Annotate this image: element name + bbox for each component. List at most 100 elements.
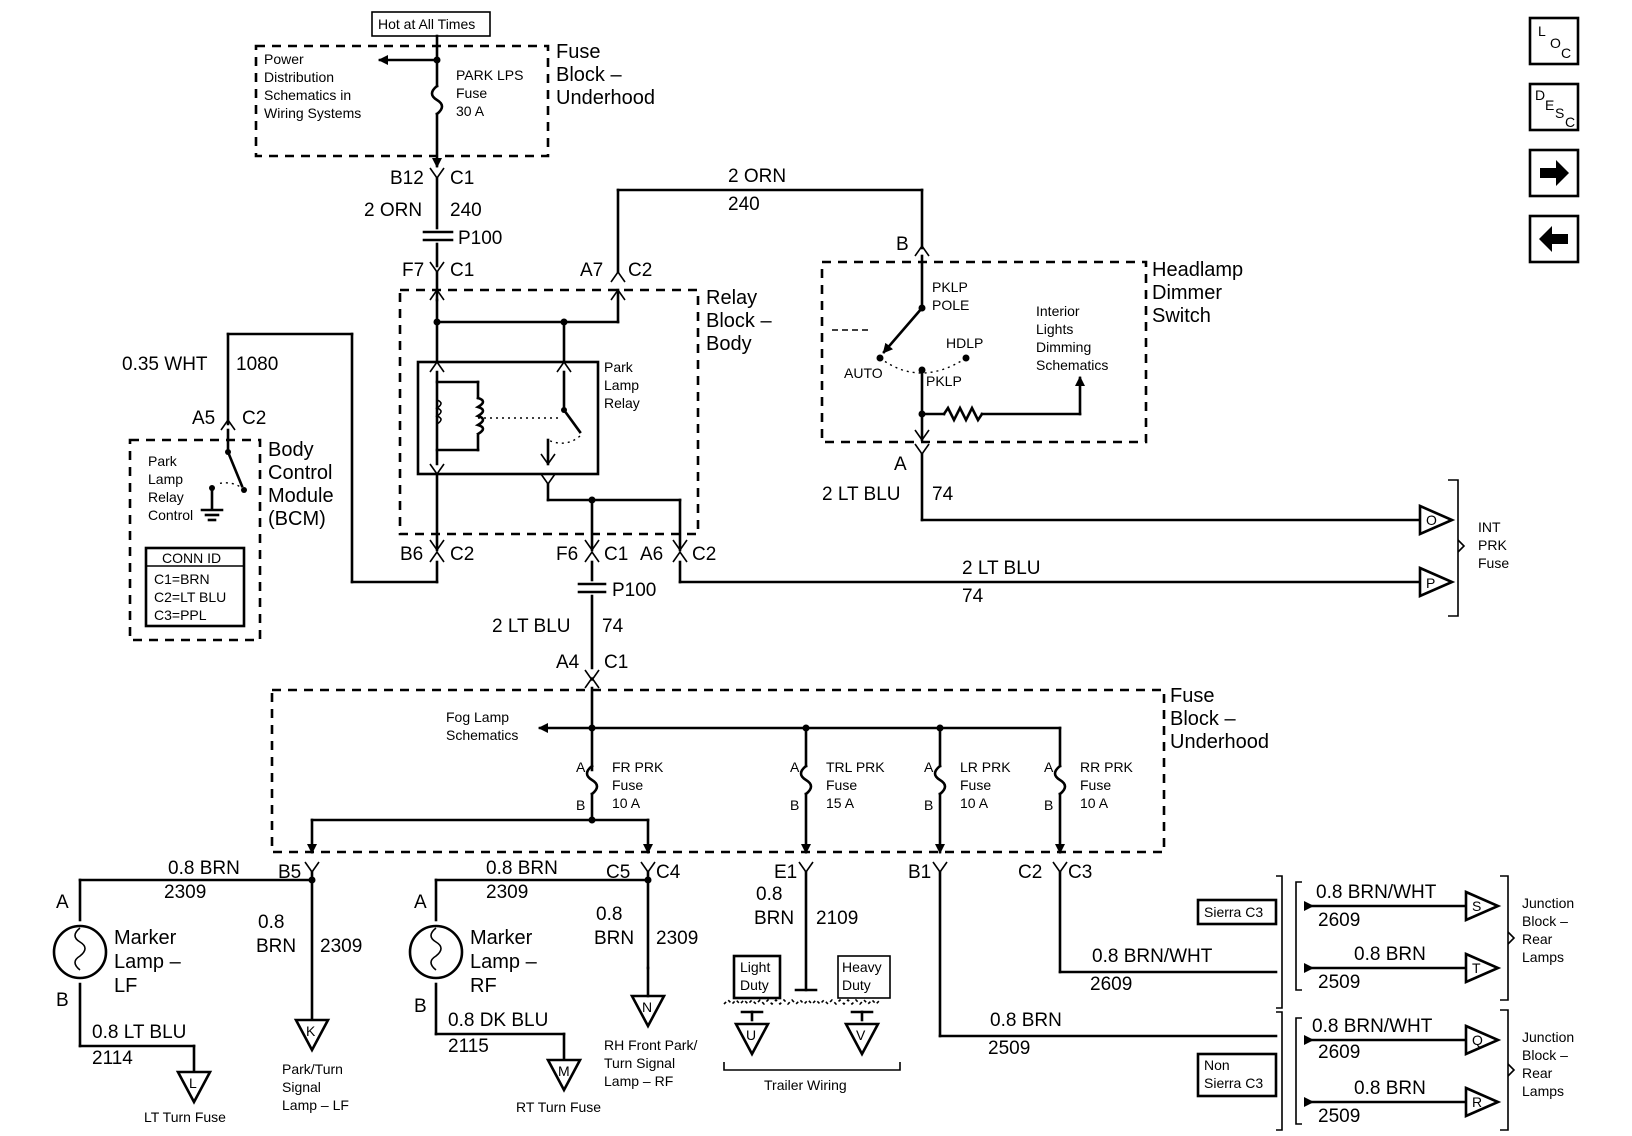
svg-text:Dimmer: Dimmer: [1152, 282, 1222, 304]
wire-color-2-lt-blu-a6: 2 LT BLU: [962, 558, 1041, 579]
svg-text:15 A: 15 A: [826, 795, 855, 811]
svg-text:Junction: Junction: [1522, 895, 1574, 911]
svg-text:Headlamp: Headlamp: [1152, 259, 1243, 281]
circuit-2309-k: 2309: [320, 936, 362, 957]
pin-b12: B12: [390, 168, 424, 189]
svg-text:Lamp – RF: Lamp – RF: [604, 1073, 673, 1089]
circuit-2509-r: 2509: [1318, 1106, 1360, 1127]
svg-text:A: A: [1044, 759, 1054, 775]
pin-a-marker-lf: A: [56, 892, 69, 913]
pin-f7: F7: [402, 260, 424, 281]
svg-text:Relay: Relay: [148, 489, 184, 505]
wire-color-r: 0.8 BRN: [1354, 1078, 1426, 1099]
heavy-duty-label: Heavy Duty: [837, 955, 891, 999]
svg-text:Fog Lamp: Fog Lamp: [446, 709, 509, 725]
svg-text:Lamp – LF: Lamp – LF: [282, 1097, 349, 1113]
connector-c3: C3: [1068, 862, 1092, 883]
svg-text:D: D: [1535, 87, 1545, 103]
svg-text:C: C: [1565, 114, 1575, 130]
svg-text:Relay: Relay: [604, 395, 640, 411]
connector-o: O: [1418, 504, 1456, 536]
svg-text:P100: P100: [612, 580, 656, 601]
svg-text:POLE: POLE: [932, 297, 969, 313]
pklp-pole-label: PKLP POLE: [932, 279, 969, 313]
pin-a-headlamp: A: [894, 454, 907, 475]
connector-c2-a7: C2: [628, 260, 652, 281]
svg-text:RF: RF: [470, 975, 497, 997]
marker-lamp-rf-label: Marker Lamp – RF: [470, 927, 538, 997]
pin-b6: B6: [400, 544, 423, 565]
svg-text:Relay: Relay: [706, 287, 757, 309]
wire-color-brn-trl-b: BRN: [754, 908, 794, 929]
svg-text:FR PRK: FR PRK: [612, 759, 664, 775]
svg-text:S: S: [1555, 105, 1564, 121]
pklp-label: PKLP: [926, 373, 962, 389]
svg-text:N: N: [642, 999, 652, 1015]
svg-text:Fuse: Fuse: [1080, 777, 1111, 793]
svg-text:Fuse: Fuse: [1478, 555, 1509, 571]
circuit-2509-t: 2509: [1318, 972, 1360, 993]
connector-k: K: [293, 1018, 331, 1053]
svg-text:Fuse: Fuse: [826, 777, 857, 793]
pin-f6: F6: [556, 544, 578, 565]
prev-button[interactable]: [1528, 214, 1580, 264]
pin-b-marker-rf: B: [414, 996, 427, 1017]
svg-text:S: S: [1472, 898, 1481, 914]
svg-text:Wiring Systems: Wiring Systems: [264, 105, 361, 121]
pin-b-marker-lf: B: [56, 990, 69, 1011]
svg-text:Block –: Block –: [556, 64, 622, 86]
circuit-2609-c3: 2609: [1090, 974, 1132, 995]
svg-text:P100: P100: [458, 228, 502, 249]
svg-text:Sierra C3: Sierra C3: [1204, 1075, 1263, 1091]
svg-text:T: T: [1472, 960, 1481, 976]
desc-button[interactable]: D E S C: [1528, 82, 1580, 132]
marker-lamp-rf-icon: [408, 924, 464, 980]
svg-text:L: L: [189, 1075, 197, 1091]
auto-label: AUTO: [844, 365, 883, 381]
trailer-wiring-label: Trailer Wiring: [764, 1077, 847, 1093]
pin-c2-rear: C2: [1018, 862, 1042, 883]
pin-e1: E1: [774, 862, 797, 883]
circuit-2115: 2115: [448, 1036, 489, 1057]
svg-text:C2=LT BLU: C2=LT BLU: [154, 589, 226, 605]
svg-text:Sierra C3: Sierra C3: [1204, 904, 1263, 920]
svg-text:Distribution: Distribution: [264, 69, 334, 85]
park-lps-fuse-symbol: [430, 84, 444, 116]
svg-text:Body: Body: [706, 333, 752, 355]
wire-color-q: 0.8 BRN/WHT: [1312, 1016, 1433, 1037]
connector-c4: C4: [656, 862, 681, 883]
pin-a-marker-rf: A: [414, 892, 427, 913]
circuit-2309-lf: 2309: [164, 882, 206, 903]
svg-text:A: A: [790, 759, 800, 775]
park-lamp-relay-box: [416, 360, 600, 476]
headlamp-dimmer-switch-title: Headlamp Dimmer Switch: [1152, 259, 1243, 327]
pin-a4: A4: [556, 652, 580, 673]
next-button[interactable]: [1528, 148, 1580, 198]
svg-text:Fuse: Fuse: [556, 41, 600, 63]
svg-text:M: M: [558, 1063, 570, 1079]
loc-button[interactable]: L O C: [1528, 16, 1580, 66]
arrow-right-icon: [1540, 160, 1569, 186]
svg-text:L: L: [1538, 23, 1546, 39]
svg-text:Interior: Interior: [1036, 303, 1080, 319]
rr-prk-fuse: A B RR PRK Fuse 10 A: [1044, 759, 1134, 813]
svg-text:Park: Park: [148, 453, 178, 469]
connector-c2-bcm: C2: [242, 408, 266, 429]
wire-color-brn-lf-b: BRN: [256, 936, 296, 957]
svg-text:B: B: [576, 797, 585, 813]
svg-text:Non: Non: [1204, 1057, 1230, 1073]
pin-b-headlamp: B: [896, 234, 909, 255]
svg-text:TRL PRK: TRL PRK: [826, 759, 885, 775]
svg-text:Control: Control: [268, 462, 332, 484]
fr-prk-fuse: A B FR PRK Fuse 10 A: [576, 759, 664, 813]
svg-text:O: O: [1426, 512, 1437, 528]
power-distribution-note: Power Distribution Schematics in Wiring …: [264, 51, 361, 121]
wire-color-0-8-brn-wht-c3: 0.8 BRN/WHT: [1092, 946, 1213, 967]
connector-t: T: [1464, 952, 1502, 984]
wire-color-2-orn-b: 2 ORN: [728, 166, 786, 187]
marker-lamp-lf-icon: [52, 924, 108, 980]
circuit-240-b: 240: [728, 194, 760, 215]
fuse-block-top-title: Fuse Block – Underhood: [556, 41, 655, 109]
wire-color-0-8-brn-rf: 0.8 BRN: [486, 858, 558, 879]
